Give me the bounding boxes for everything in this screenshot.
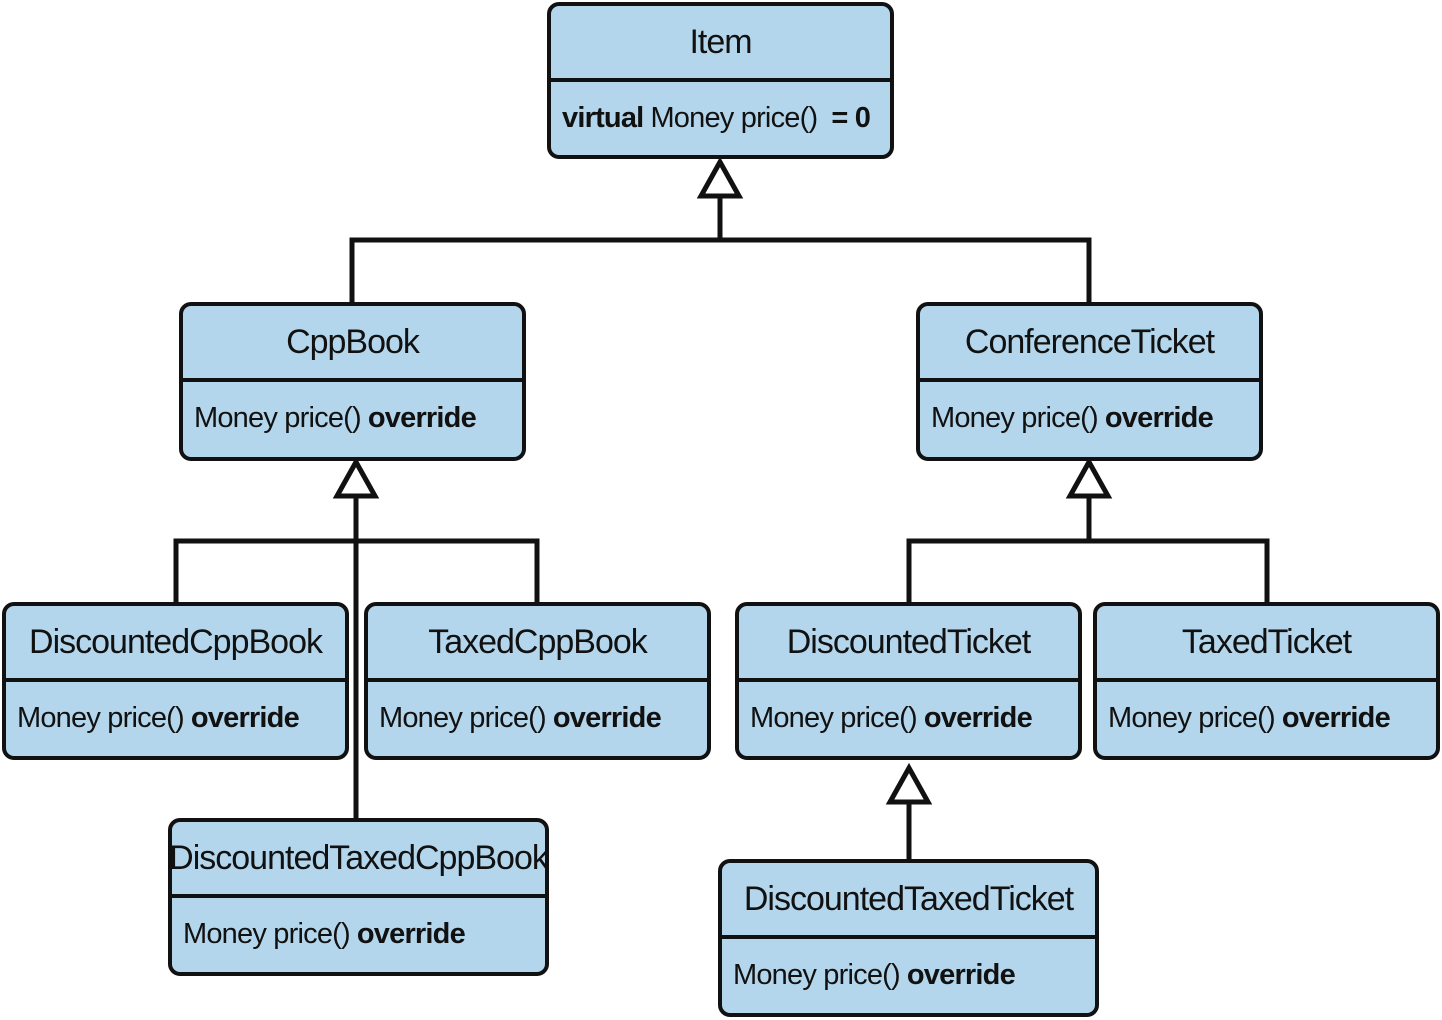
class-method: virtual Money price() = 0 [551,82,890,154]
method-signature: Money price() [733,958,901,991]
class-taxed-cppbook: TaxedCppBook Money price() override [364,602,711,760]
class-name: CppBook [183,306,522,382]
class-method: Money price() override [368,682,707,754]
method-suffix: override [923,701,1033,734]
class-discounted-cppbook: DiscountedCppBook Money price() override [2,602,349,760]
class-method: Money price() override [6,682,345,754]
method-signature: Money price() [1108,701,1276,734]
method-suffix: override [367,401,477,434]
class-name: ConferenceTicket [920,306,1259,382]
class-method: Money price() override [172,898,545,970]
class-method: Money price() override [1097,682,1436,754]
class-discounted-taxed-cppbook: DiscountedTaxedCppBook Money price() ove… [168,818,549,976]
method-signature: Money price() [17,701,185,734]
method-suffix: override [1281,701,1391,734]
method-suffix: override [906,958,1016,991]
class-method: Money price() override [739,682,1078,754]
method-signature: Money price() [750,701,918,734]
class-taxed-ticket: TaxedTicket Money price() override [1093,602,1440,760]
method-signature: Money price() [183,917,351,950]
class-item: Item virtual Money price() = 0 [547,2,894,159]
class-discounted-ticket: DiscountedTicket Money price() override [735,602,1082,760]
class-method: Money price() override [722,939,1095,1011]
inheritance-arrow-icon [696,156,744,199]
class-discounted-taxed-ticket: DiscountedTaxedTicket Money price() over… [718,859,1099,1017]
class-method: Money price() override [183,382,522,454]
class-name: DiscountedTaxedTicket [722,863,1095,939]
method-signature: Money price() [931,401,1099,434]
edge-ticket-children [906,496,1270,602]
method-suffix: override [190,701,300,734]
edge-item-children [349,196,1092,302]
class-name: DiscountedTicket [739,606,1078,682]
class-name: DiscountedTaxedCppBook [172,822,545,898]
class-name: TaxedCppBook [368,606,707,682]
method-suffix: override [552,701,662,734]
class-cppbook: CppBook Money price() override [179,302,526,461]
method-suffix: override [1104,401,1214,434]
class-name: TaxedTicket [1097,606,1436,682]
class-name: DiscountedCppBook [6,606,345,682]
inheritance-arrow-icon [885,762,933,805]
method-modifier: virtual [562,101,644,134]
inheritance-arrow-icon [1065,456,1113,499]
method-signature: Money price() [194,401,362,434]
method-suffix: = 0 [831,101,871,134]
inheritance-arrow-icon [332,456,380,499]
method-suffix: override [356,917,466,950]
method-signature: Money price() [379,701,547,734]
class-method: Money price() override [920,382,1259,454]
class-name: Item [551,6,890,82]
method-signature: Money price() [650,101,818,134]
class-conference-ticket: ConferenceTicket Money price() override [916,302,1263,461]
